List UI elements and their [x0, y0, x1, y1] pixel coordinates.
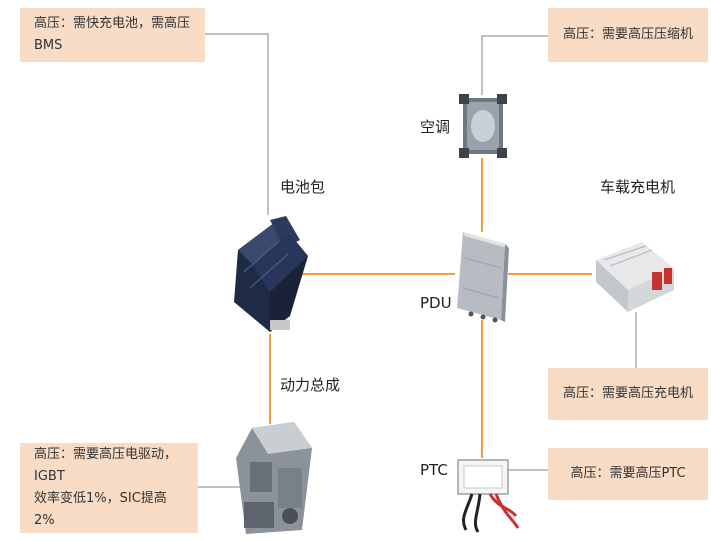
- battery-pack-icon: [234, 216, 308, 332]
- drive-requirement-callout: 高压：需要高压电驱动，IGBT 效率变低1%，SIC提高2%: [20, 443, 198, 533]
- compressor-icon: [459, 94, 507, 158]
- electric-drive-icon: [236, 422, 312, 534]
- ptc-heater-icon: [457, 459, 520, 533]
- ac-requirement-callout: 高压：需要高压压缩机: [548, 8, 708, 62]
- battery-requirement-callout: 高压：需快充电池，需高压BMS: [20, 8, 205, 62]
- drive-requirement-line1: 高压：需要高压电驱动，IGBT: [34, 447, 178, 484]
- ptc-requirement-text: 高压：需要高压PTC: [570, 466, 686, 481]
- charger-requirement-callout: 高压：需要高压充电机: [548, 368, 708, 420]
- charger-label: 车载充电机: [600, 178, 676, 196]
- battery-label: 电池包: [280, 178, 326, 196]
- drive-requirement-line2: 效率变低1%，SIC提高2%: [34, 491, 167, 528]
- pdu-box-icon: [457, 232, 509, 323]
- ac-label: 空调: [420, 118, 451, 136]
- onboard-charger-icon: [596, 242, 674, 312]
- powertrain-label: 动力总成: [280, 376, 341, 394]
- charger-requirement-text: 高压：需要高压充电机: [562, 386, 693, 401]
- battery-requirement-text: 高压：需快充电池，需高压BMS: [34, 16, 191, 53]
- ac-requirement-text: 高压：需要高压压缩机: [562, 27, 693, 42]
- battery-leader-line: [205, 33, 269, 215]
- ptc-label: PTC: [420, 461, 448, 479]
- ac-leader-line: [481, 35, 548, 95]
- pdu-label: PDU: [420, 294, 452, 312]
- ptc-requirement-callout: 高压：需要高压PTC: [548, 448, 708, 500]
